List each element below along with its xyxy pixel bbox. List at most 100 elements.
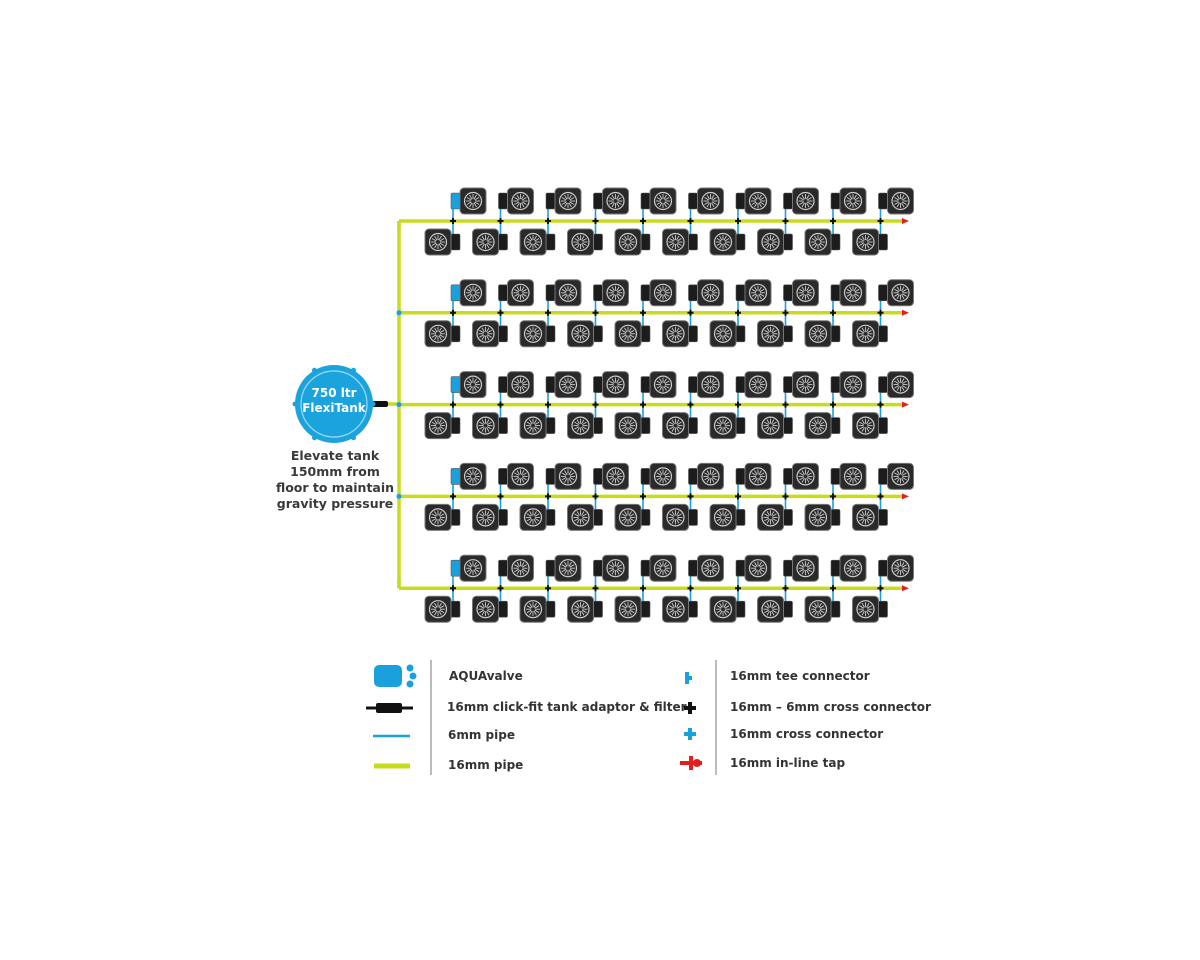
plant-pot bbox=[614, 595, 651, 623]
pot-spoke bbox=[712, 293, 717, 297]
pot-drain-ring bbox=[891, 191, 910, 211]
pot-spoke bbox=[677, 426, 682, 430]
pot-spoke bbox=[487, 605, 492, 609]
pot-drain-ring bbox=[618, 508, 638, 527]
pot-reservoir bbox=[878, 233, 888, 251]
legend bbox=[366, 660, 717, 775]
aquavalve-icon bbox=[450, 376, 461, 393]
cross-connector-16-icon bbox=[396, 493, 402, 499]
pot-spoke bbox=[706, 202, 710, 208]
pot-spoke bbox=[516, 386, 520, 391]
pot-spoke bbox=[434, 610, 438, 616]
pot-spoke bbox=[706, 378, 710, 384]
pot-reservoir bbox=[450, 325, 461, 343]
pot-spoke bbox=[663, 194, 667, 200]
pot-spoke bbox=[677, 238, 682, 242]
pot-spoke bbox=[902, 477, 907, 481]
pot-spoke bbox=[849, 202, 853, 208]
pot-spoke bbox=[704, 568, 709, 573]
pot-spoke bbox=[866, 602, 870, 608]
pot-spoke bbox=[521, 386, 525, 391]
pot-spoke bbox=[624, 327, 628, 333]
pot-body bbox=[602, 462, 629, 490]
pot-spoke bbox=[677, 605, 682, 609]
pot-spoke bbox=[801, 470, 805, 475]
pot-spoke bbox=[799, 288, 804, 293]
pot-drain-ring bbox=[843, 559, 863, 578]
pot-spoke bbox=[712, 197, 717, 201]
pot-spoke bbox=[656, 201, 662, 205]
pot-spoke bbox=[431, 238, 437, 242]
pot-spoke bbox=[772, 334, 777, 338]
pot-spoke bbox=[629, 605, 635, 609]
pot-body bbox=[744, 187, 772, 215]
pot-spoke bbox=[819, 518, 825, 522]
pot-reservoir bbox=[545, 284, 556, 302]
pot-body bbox=[757, 503, 784, 531]
pot-spoke bbox=[479, 329, 484, 334]
pot-spoke bbox=[663, 386, 667, 391]
pot-drain-ring bbox=[571, 508, 590, 527]
pot-spoke bbox=[807, 380, 812, 384]
pot-drain-ring bbox=[618, 324, 638, 343]
pot-spoke bbox=[624, 610, 628, 616]
pot-spoke bbox=[724, 242, 730, 246]
aquavalve-icon bbox=[409, 672, 417, 680]
cross-connector-16-6-icon bbox=[640, 401, 646, 408]
pot-drain-ring bbox=[571, 600, 590, 619]
pot-drain-ring bbox=[701, 559, 720, 578]
pot-spoke bbox=[434, 427, 438, 432]
pot-spoke bbox=[529, 327, 533, 333]
plant-pot bbox=[640, 279, 677, 307]
pot-spoke bbox=[807, 293, 812, 297]
pot-spoke bbox=[704, 477, 709, 481]
cross-connector-16-6-icon bbox=[450, 585, 456, 592]
pot-spoke bbox=[671, 602, 675, 608]
pot-spoke bbox=[479, 605, 484, 609]
pot-spoke bbox=[574, 242, 579, 246]
pot-spoke bbox=[533, 511, 537, 516]
pot-spoke bbox=[514, 564, 519, 568]
pot-spoke bbox=[514, 385, 519, 389]
pot-reservoir bbox=[450, 417, 461, 434]
pot-reservoir bbox=[688, 417, 698, 434]
plant-pot bbox=[593, 187, 629, 215]
pot-spoke bbox=[764, 242, 769, 246]
pot-spoke bbox=[581, 235, 585, 241]
pot-reservoir bbox=[688, 559, 698, 577]
pot-spoke bbox=[894, 472, 899, 476]
pot-spoke bbox=[819, 513, 825, 517]
pot-spoke bbox=[514, 472, 519, 476]
pot-spoke bbox=[438, 511, 442, 516]
pot-spoke bbox=[659, 294, 663, 300]
pot-spoke bbox=[628, 335, 632, 341]
pot-reservoir bbox=[640, 600, 651, 618]
pot-spoke bbox=[764, 513, 769, 517]
pot-spoke bbox=[439, 518, 445, 522]
pot-spoke bbox=[656, 293, 662, 297]
pot-spoke bbox=[629, 426, 635, 430]
pot-spoke bbox=[616, 194, 620, 200]
pot-spoke bbox=[772, 518, 777, 522]
pot-spoke bbox=[902, 293, 907, 297]
tank-note-line: Elevate tank bbox=[290, 448, 380, 463]
pot-drain-ring bbox=[476, 324, 495, 343]
pot-spoke bbox=[819, 609, 825, 614]
pot-spoke bbox=[861, 602, 865, 608]
pot-spoke bbox=[479, 238, 484, 242]
pot-drain-ring bbox=[428, 232, 448, 252]
plant-pot bbox=[424, 595, 461, 623]
pot-reservoir bbox=[783, 509, 793, 526]
plant-pot bbox=[688, 279, 724, 307]
pot-spoke bbox=[656, 472, 662, 476]
pot-spoke bbox=[799, 197, 804, 201]
pot-drain-ring bbox=[796, 283, 815, 302]
pot-spoke bbox=[561, 568, 567, 573]
pot-spoke bbox=[466, 380, 472, 384]
pot-reservoir bbox=[783, 325, 793, 343]
pot-spoke bbox=[799, 385, 804, 389]
pot-spoke bbox=[486, 243, 490, 249]
pot-spoke bbox=[901, 477, 905, 483]
pot-spoke bbox=[574, 609, 579, 614]
pot-spoke bbox=[609, 197, 614, 201]
